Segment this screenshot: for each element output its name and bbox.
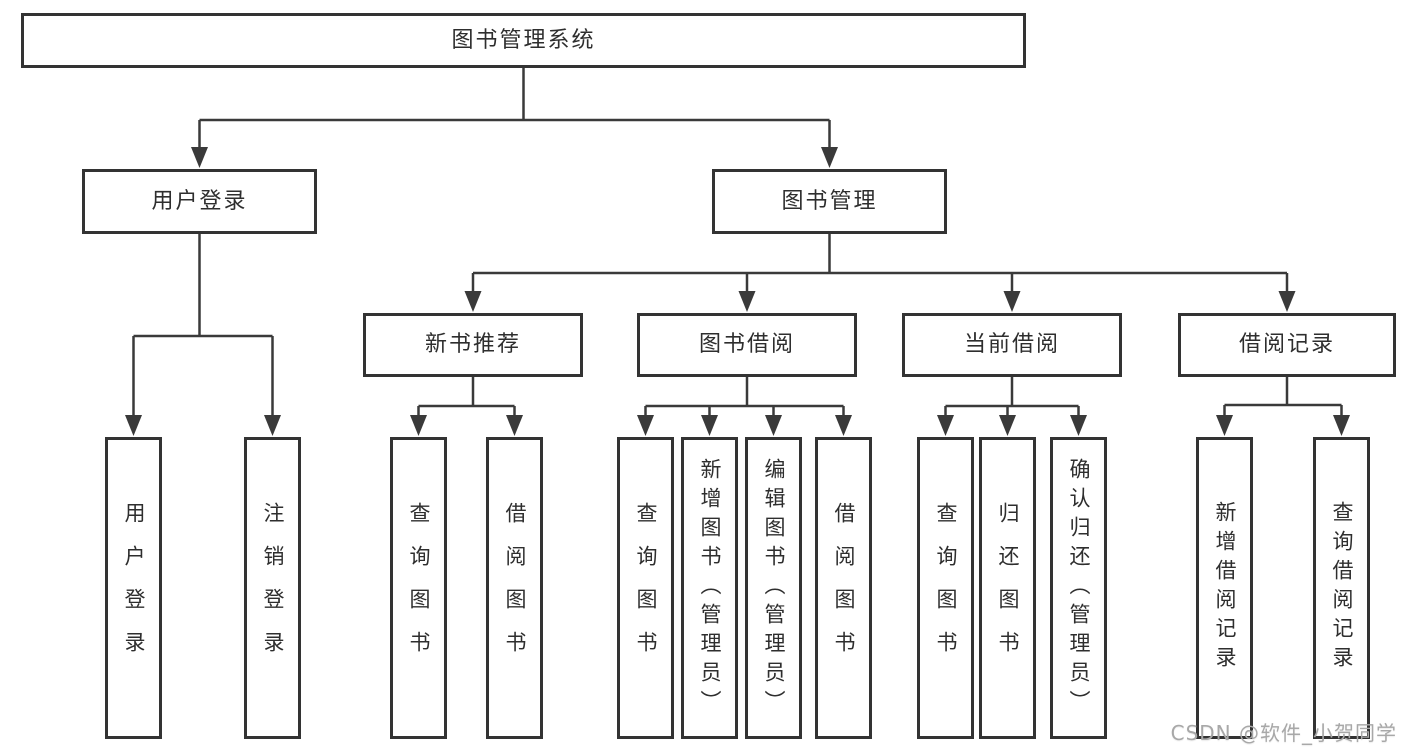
node-login-leaf: 用户登录 — [105, 437, 162, 739]
node-add-book-admin: 新增图书（管理员） — [681, 437, 738, 739]
connector-path — [132, 68, 1343, 422]
node-borrow-records: 借阅记录 — [1178, 313, 1396, 377]
node-label-add-book-admin: 新增图书（管理员） — [698, 457, 722, 719]
arrowhead-logout-leaf — [264, 415, 281, 436]
node-label-user-login: 用户登录 — [151, 188, 248, 214]
arrowhead-login-leaf — [125, 415, 142, 436]
arrowhead-confirm-return-admin — [1070, 415, 1087, 436]
node-label-borrow-book-leaf: 借阅图书 — [832, 502, 856, 674]
arrowhead-return-book — [999, 415, 1016, 436]
node-label-edit-book-admin: 编辑图书（管理员） — [762, 457, 786, 719]
node-current-borrow: 当前借阅 — [902, 313, 1122, 377]
node-add-borrow-record: 新增借阅记录 — [1196, 437, 1253, 739]
node-label-book-mgmt: 图书管理 — [781, 188, 878, 214]
node-user-login: 用户登录 — [82, 169, 317, 234]
node-confirm-return-admin: 确认归还（管理员） — [1050, 437, 1107, 739]
node-label-return-book: 归还图书 — [996, 502, 1020, 674]
node-label-logout-leaf: 注销登录 — [261, 502, 285, 674]
arrowhead-current-borrow — [1003, 291, 1021, 312]
arrowhead-query-book-borrow — [637, 415, 654, 436]
node-label-query-borrow-record: 查询借阅记录 — [1330, 501, 1354, 675]
node-label-confirm-return-admin: 确认归还（管理员） — [1067, 457, 1091, 719]
node-new-book-rec: 新书推荐 — [363, 313, 583, 377]
node-label-query-book-rec: 查询图书 — [407, 502, 431, 674]
node-label-add-borrow-record: 新增借阅记录 — [1213, 501, 1237, 675]
node-borrow-book-rec: 借阅图书 — [486, 437, 543, 739]
node-label-book-borrow: 图书借阅 — [698, 332, 795, 357]
node-label-login-leaf: 用户登录 — [122, 502, 146, 674]
arrowhead-borrow-records — [1278, 291, 1296, 312]
node-logout-leaf: 注销登录 — [244, 437, 301, 739]
node-label-borrow-book-rec: 借阅图书 — [503, 502, 527, 674]
arrowhead-add-book-admin — [701, 415, 718, 436]
csdn-watermark: CSDN @软件_小贺同学 — [1170, 721, 1397, 745]
node-borrow-book-leaf: 借阅图书 — [815, 437, 872, 739]
arrowhead-query-book-current — [937, 415, 954, 436]
node-label-new-book-rec: 新书推荐 — [424, 332, 521, 357]
arrowhead-query-borrow-record — [1333, 415, 1350, 436]
node-label-current-borrow: 当前借阅 — [963, 332, 1060, 357]
node-query-borrow-record: 查询借阅记录 — [1313, 437, 1370, 739]
node-query-book-current: 查询图书 — [917, 437, 974, 739]
arrowhead-borrow-book-rec — [506, 415, 523, 436]
node-label-root: 图书管理系统 — [451, 27, 596, 53]
node-edit-book-admin: 编辑图书（管理员） — [745, 437, 802, 739]
node-query-book-borrow: 查询图书 — [617, 437, 674, 739]
arrowhead-user-login — [191, 147, 208, 168]
arrowhead-book-borrow — [738, 291, 756, 312]
arrowhead-new-book-rec — [464, 291, 482, 312]
node-book-mgmt: 图书管理 — [712, 169, 947, 234]
node-label-query-book-current: 查询图书 — [934, 502, 958, 674]
arrowhead-borrow-book-leaf — [835, 415, 852, 436]
node-root: 图书管理系统 — [21, 13, 1026, 68]
node-book-borrow: 图书借阅 — [637, 313, 857, 377]
arrowhead-add-borrow-record — [1216, 415, 1233, 436]
node-label-query-book-borrow: 查询图书 — [634, 502, 658, 674]
node-label-borrow-records: 借阅记录 — [1238, 332, 1335, 357]
arrowhead-book-mgmt — [821, 147, 838, 168]
node-return-book: 归还图书 — [979, 437, 1036, 739]
node-query-book-rec: 查询图书 — [390, 437, 447, 739]
arrowhead-query-book-rec — [410, 415, 427, 436]
arrowhead-edit-book-admin — [765, 415, 782, 436]
